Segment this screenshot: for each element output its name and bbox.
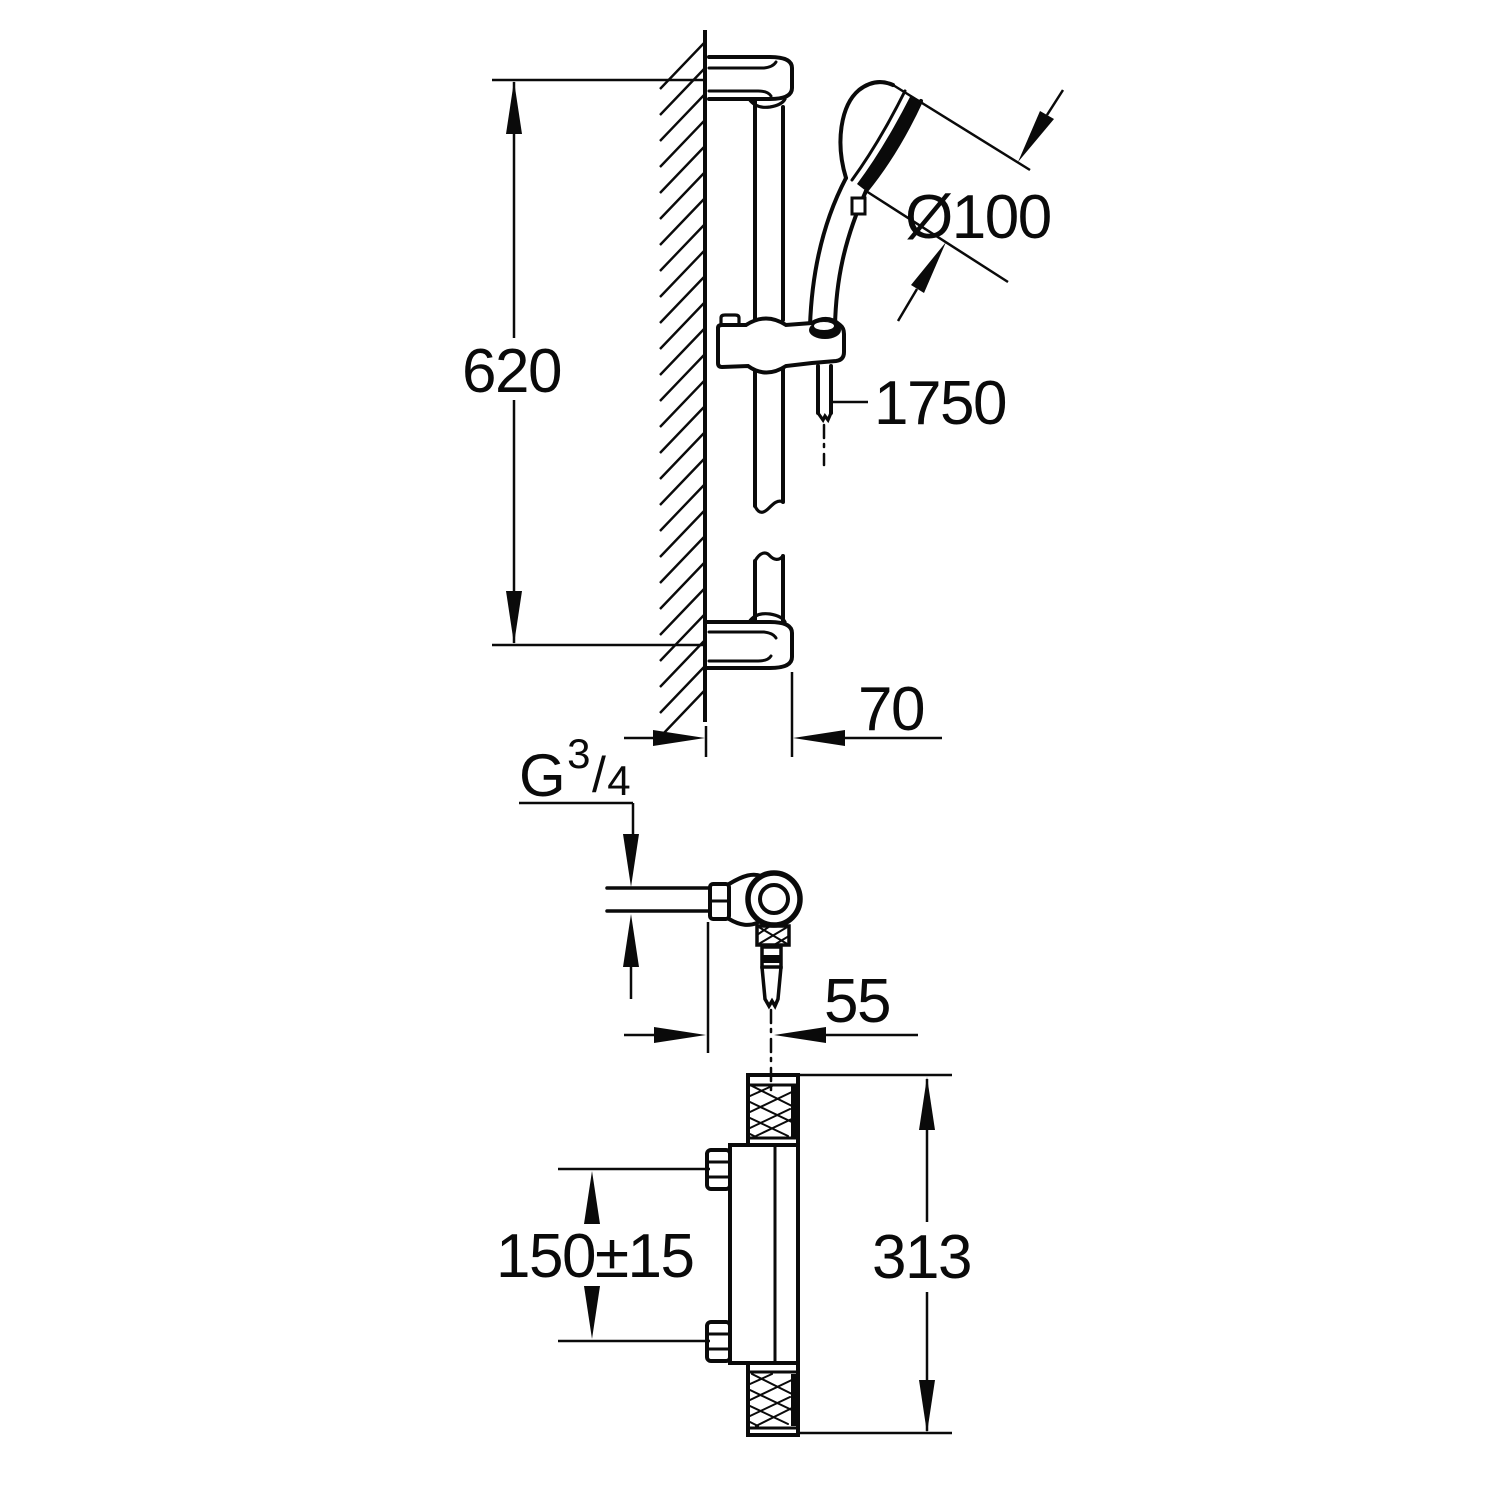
handle-cone-highlight xyxy=(814,322,834,330)
thermostat-side-view xyxy=(605,870,803,1095)
rail-break-upper xyxy=(753,499,785,514)
dimension-70: 70 xyxy=(624,672,942,757)
handle-left-edge xyxy=(808,176,848,328)
hose-break-notch xyxy=(816,411,833,424)
wall-hatching xyxy=(659,41,706,736)
top-bracket xyxy=(707,55,794,109)
arrow-left xyxy=(774,1027,826,1043)
rail-tube xyxy=(753,97,785,624)
handle-shadow-strip xyxy=(791,1374,798,1426)
arrow-down xyxy=(584,1286,600,1339)
dim-label-thread: G 3 / 4 xyxy=(519,730,630,809)
dimension-head-diameter: Ø100 xyxy=(865,83,1065,322)
dim-label-head-diameter: Ø100 xyxy=(905,183,1051,252)
bottom-handle xyxy=(746,1361,800,1437)
spray-plate xyxy=(857,95,921,191)
label-thread-size: G 3 / 4 xyxy=(519,730,639,999)
knurl-pattern xyxy=(749,1373,797,1427)
head-dome xyxy=(838,80,895,180)
thread-denominator: 4 xyxy=(607,757,630,804)
dimension-620: 620 xyxy=(456,78,705,647)
knurl-pattern xyxy=(749,1085,797,1138)
knurled-adapter xyxy=(755,924,791,947)
top-handle xyxy=(746,1073,800,1147)
thread-numerator: 3 xyxy=(567,730,589,777)
rail-collar-bottom xyxy=(747,612,787,624)
dim-label-rail-height: 620 xyxy=(462,337,561,406)
hose-fitting-band xyxy=(761,955,782,963)
arrow-up xyxy=(919,1077,935,1130)
shower-holder xyxy=(716,313,846,375)
arrow-down xyxy=(506,591,522,644)
hand-shower xyxy=(808,80,923,328)
arrow-up xyxy=(584,1171,600,1224)
shower-hose xyxy=(816,364,833,467)
bottom-bracket xyxy=(705,612,794,670)
handle-joint xyxy=(850,196,867,216)
extension-line-face-bottom xyxy=(865,189,1009,284)
dim-label-outlet-offset: 55 xyxy=(824,967,890,1036)
wall xyxy=(659,30,707,736)
arrow-up xyxy=(623,914,639,967)
arrow-up xyxy=(506,81,522,134)
rail-break-lower xyxy=(753,551,785,563)
dimension-inlet-distance: 150±15 xyxy=(496,1167,710,1343)
valve-body-hub xyxy=(758,883,790,915)
dim-label-mixer-width: 313 xyxy=(872,1223,971,1292)
thread-slash: / xyxy=(592,747,606,803)
thread-letter: G xyxy=(519,742,564,809)
arrow-down xyxy=(919,1380,935,1433)
dimension-mixer-width: 313 xyxy=(800,1073,972,1435)
hose-stub xyxy=(760,965,783,1010)
head-rim-line xyxy=(850,89,907,182)
inlet-nut-top xyxy=(705,1148,732,1191)
arrow-right xyxy=(654,1027,706,1043)
arrow-lower xyxy=(911,242,946,293)
inlet-nut-bottom xyxy=(705,1320,732,1363)
handle-shadow-strip xyxy=(791,1086,798,1137)
arrow-right xyxy=(653,730,705,746)
shower-rail xyxy=(705,55,794,670)
label-hose-length: 1750 xyxy=(832,369,1007,438)
arrow-down xyxy=(623,834,639,887)
mixer-body xyxy=(728,1143,800,1365)
thermostat-front-view xyxy=(705,1073,800,1437)
dim-label-hose-length: 1750 xyxy=(874,369,1006,438)
arrow-upper xyxy=(1018,111,1054,162)
extension-line-face-top xyxy=(892,83,1031,172)
dim-label-inlet-distance: 150±15 xyxy=(496,1222,693,1291)
holder-lock-tab xyxy=(719,313,741,327)
arrow-left xyxy=(793,730,845,746)
valve-body-ring xyxy=(745,870,803,928)
dim-label-wall-offset: 70 xyxy=(858,675,924,744)
dimension-55: 55 xyxy=(624,922,918,1053)
